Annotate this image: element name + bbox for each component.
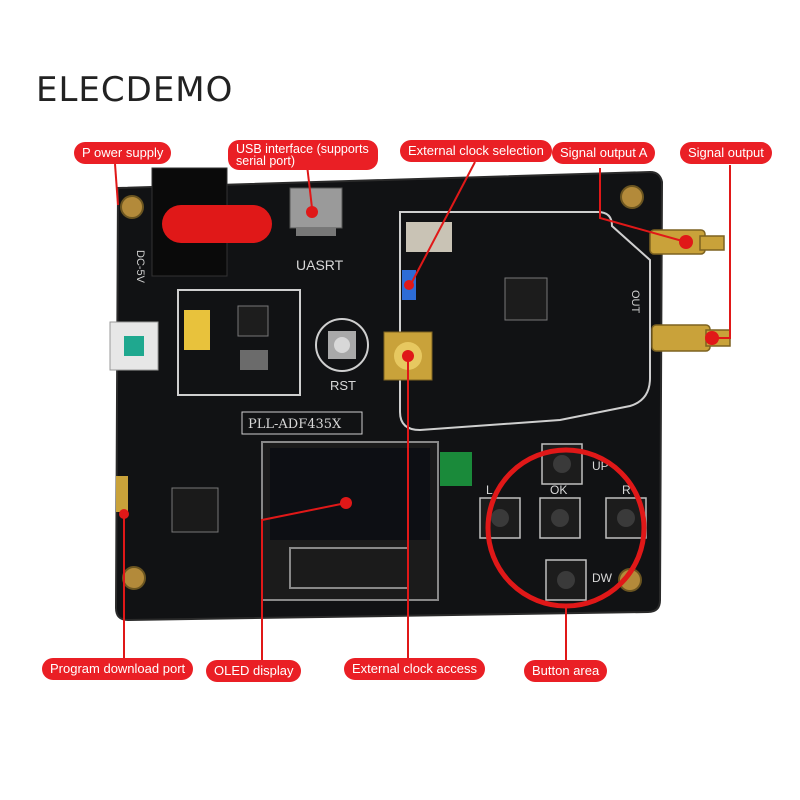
rf-shield-outline: OUT xyxy=(399,211,651,432)
rst-label: RST xyxy=(330,378,356,393)
callout-usb-interface: USB interface (supports serial port) xyxy=(228,140,378,170)
callout-button-area: Button area xyxy=(524,660,608,682)
callout-external-clock-access: External clock access xyxy=(344,658,485,680)
reset-button-part: RST xyxy=(315,318,369,393)
oled-panel xyxy=(261,441,439,601)
ok-label: OK xyxy=(550,483,567,497)
mcu-chip xyxy=(171,487,219,533)
callout-external-clock-selection: External clock selection xyxy=(400,140,552,162)
green-pad xyxy=(440,452,472,486)
button-cluster: UP L OK R DW xyxy=(479,443,647,601)
left-label: L xyxy=(486,483,493,497)
usb-connector: UASRT xyxy=(289,187,344,273)
uasrt-label: UASRT xyxy=(296,257,344,273)
model-silkscreen: PLL-ADF435X xyxy=(241,411,363,435)
callout-leaders xyxy=(114,161,731,660)
out-label: OUT xyxy=(629,290,641,314)
power-label-text: DC-5V xyxy=(134,250,146,284)
right-label: R xyxy=(622,483,631,497)
callout-signal-output-a: Signal output A xyxy=(552,142,656,164)
callout-signal-output: Signal output xyxy=(680,142,772,164)
power-switch xyxy=(109,321,159,371)
regulator-area xyxy=(177,289,301,396)
callout-oled-display: OLED display xyxy=(206,660,302,682)
model-label: PLL-ADF435X xyxy=(248,417,342,432)
down-label: DW xyxy=(592,571,613,585)
brand-title: ELECDEMO xyxy=(36,70,234,110)
power-jack: DC-5V xyxy=(134,167,272,284)
sma-connectors xyxy=(649,229,731,352)
callout-program-download-port: Program download port xyxy=(42,658,194,680)
callout-power-supply: P ower supply xyxy=(74,142,172,164)
clock-jumper xyxy=(402,270,416,300)
